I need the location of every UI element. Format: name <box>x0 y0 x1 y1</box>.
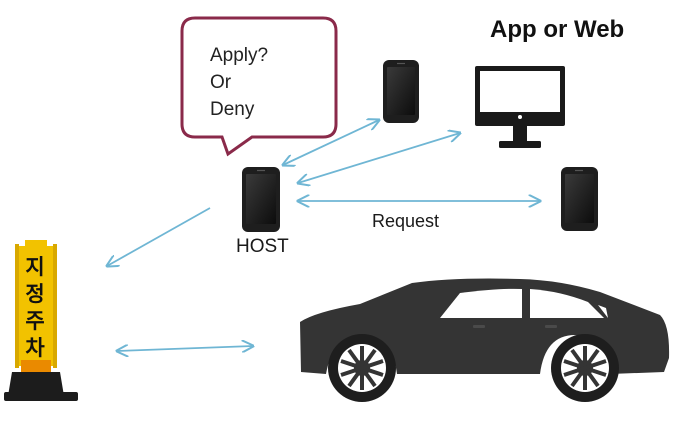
car-icon <box>300 278 670 402</box>
arrow-host-monitor <box>298 133 460 183</box>
bubble-line: Apply? <box>210 45 269 66</box>
smartphone-icon <box>561 167 598 231</box>
parking-sign-text: 지 정 주 차 <box>20 254 50 362</box>
smartphone-icon <box>383 60 419 123</box>
app-or-web-title: App or Web <box>490 16 625 43</box>
host-label: HOST <box>236 236 289 257</box>
arrow-sign-car <box>117 346 253 351</box>
parking-sign-icon <box>4 240 78 401</box>
bubble-line: Deny <box>210 99 255 120</box>
monitor-icon <box>475 66 565 148</box>
sign-char: 차 <box>25 336 45 360</box>
sign-char: 지 <box>25 255 45 279</box>
bubble-line: Or <box>210 72 232 93</box>
sign-char: 주 <box>25 309 45 333</box>
arrow-host-sign <box>107 207 211 266</box>
sign-char: 정 <box>25 282 45 306</box>
speech-bubble-text: Apply? Or Deny <box>210 42 268 123</box>
request-label: Request <box>372 211 440 231</box>
smartphone-icon <box>242 167 280 232</box>
